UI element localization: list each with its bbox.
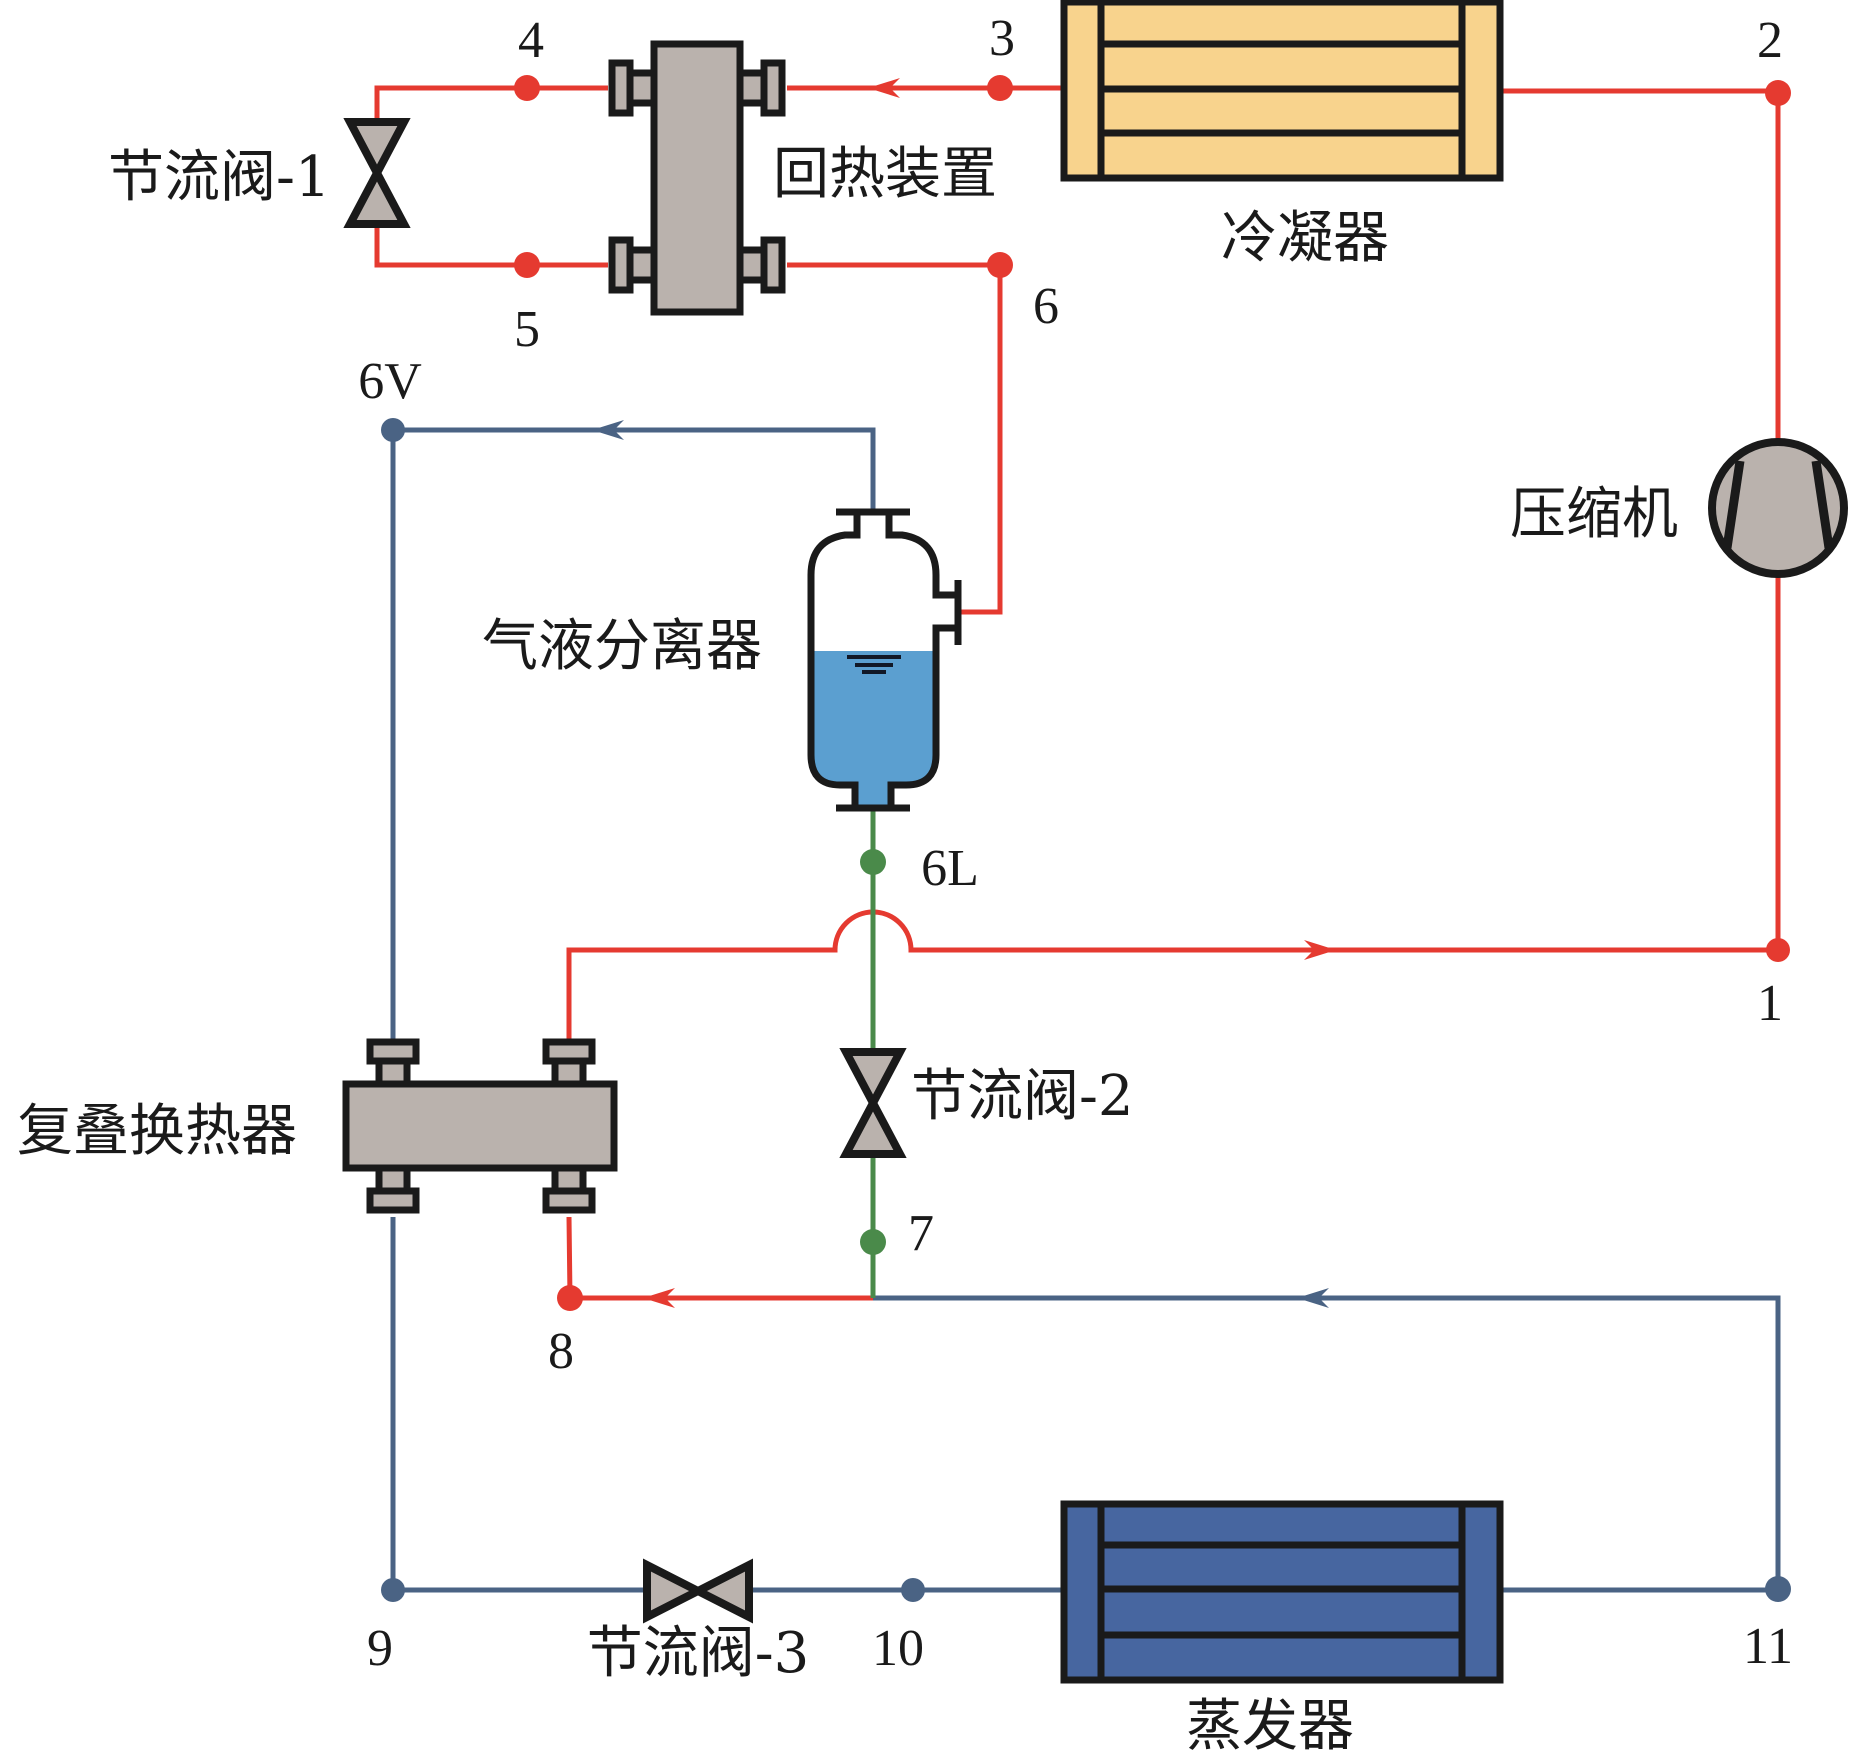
node-label-11: 11: [1743, 1618, 1793, 1675]
flow-arrow-3-to-4: [868, 78, 900, 98]
node-3: [987, 75, 1013, 101]
node-4: [514, 75, 540, 101]
label-throttle-valve-1: 节流阀-1: [108, 145, 331, 210]
cascade-heat-exchanger: [342, 1038, 618, 1214]
separator-liquid: [811, 651, 936, 806]
node-label-8: 8: [548, 1323, 574, 1380]
gas-liquid-separator: [807, 508, 962, 812]
node-6v: [381, 418, 405, 442]
pipe-7-to-cascade: [566, 1216, 873, 1301]
flow-arrow-6v: [592, 420, 624, 440]
node-label-6v: 6V: [358, 353, 422, 410]
pipe-valve1-to-regenerator: [374, 224, 608, 268]
node-5: [514, 252, 540, 278]
label-condenser: 冷凝器: [1221, 206, 1389, 271]
flow-arrow-to-1: [1304, 940, 1336, 960]
label-throttle-valve-2: 节流阀-2: [911, 1064, 1134, 1129]
pipe-regenerator-to-6: [787, 262, 1003, 615]
liquid-level-icon: [847, 655, 901, 674]
node-9: [381, 1578, 405, 1602]
node-10: [901, 1578, 925, 1602]
pipe-regenerator-to-valve1: [374, 85, 608, 122]
compressor: [1708, 438, 1848, 578]
separator-vessel: [807, 512, 958, 808]
pipe-evaporator-to-11: [873, 1295, 1781, 1593]
node-6: [987, 252, 1013, 278]
regenerator: [608, 40, 786, 316]
throttle-valve-2: [839, 1048, 907, 1158]
flow-arrow-11-return: [1297, 1288, 1329, 1308]
node-label-1: 1: [1757, 975, 1783, 1032]
node-1: [1766, 938, 1790, 962]
pipe-cascade-to-1: [566, 909, 1778, 1039]
label-regenerator: 回热装置: [773, 142, 997, 207]
throttle-valve-1: [343, 118, 411, 228]
label-evaporator: 蒸发器: [1186, 1694, 1354, 1759]
flow-arrow-to-8: [643, 1288, 675, 1308]
node-label-10: 10: [872, 1620, 924, 1677]
throttle-valve-3: [643, 1558, 753, 1624]
node-11: [1765, 1576, 1791, 1602]
pipe-cascade-to-9: [390, 1217, 645, 1593]
evaporator: [1060, 1500, 1504, 1684]
node-6l: [860, 849, 886, 875]
label-throttle-valve-3: 节流阀-3: [587, 1621, 810, 1686]
node-label-9: 9: [367, 1620, 393, 1677]
node-label-3: 3: [989, 10, 1015, 67]
node-2: [1765, 80, 1791, 106]
label-cascade-hx: 复叠换热器: [17, 1099, 297, 1164]
label-compressor: 压缩机: [1510, 482, 1678, 547]
node-label-5: 5: [514, 301, 540, 358]
pipe-separator-vapor-to-6v: [390, 427, 876, 1039]
node-label-6: 6: [1033, 278, 1059, 335]
condenser: [1060, 0, 1504, 182]
node-label-7: 7: [908, 1205, 934, 1262]
label-separator: 气液分离器: [482, 614, 762, 679]
node-label-2: 2: [1757, 12, 1783, 69]
node-label-6l: 6L: [921, 840, 979, 897]
node-7: [860, 1229, 886, 1255]
node-8: [557, 1285, 583, 1311]
node-label-4: 4: [518, 12, 544, 69]
